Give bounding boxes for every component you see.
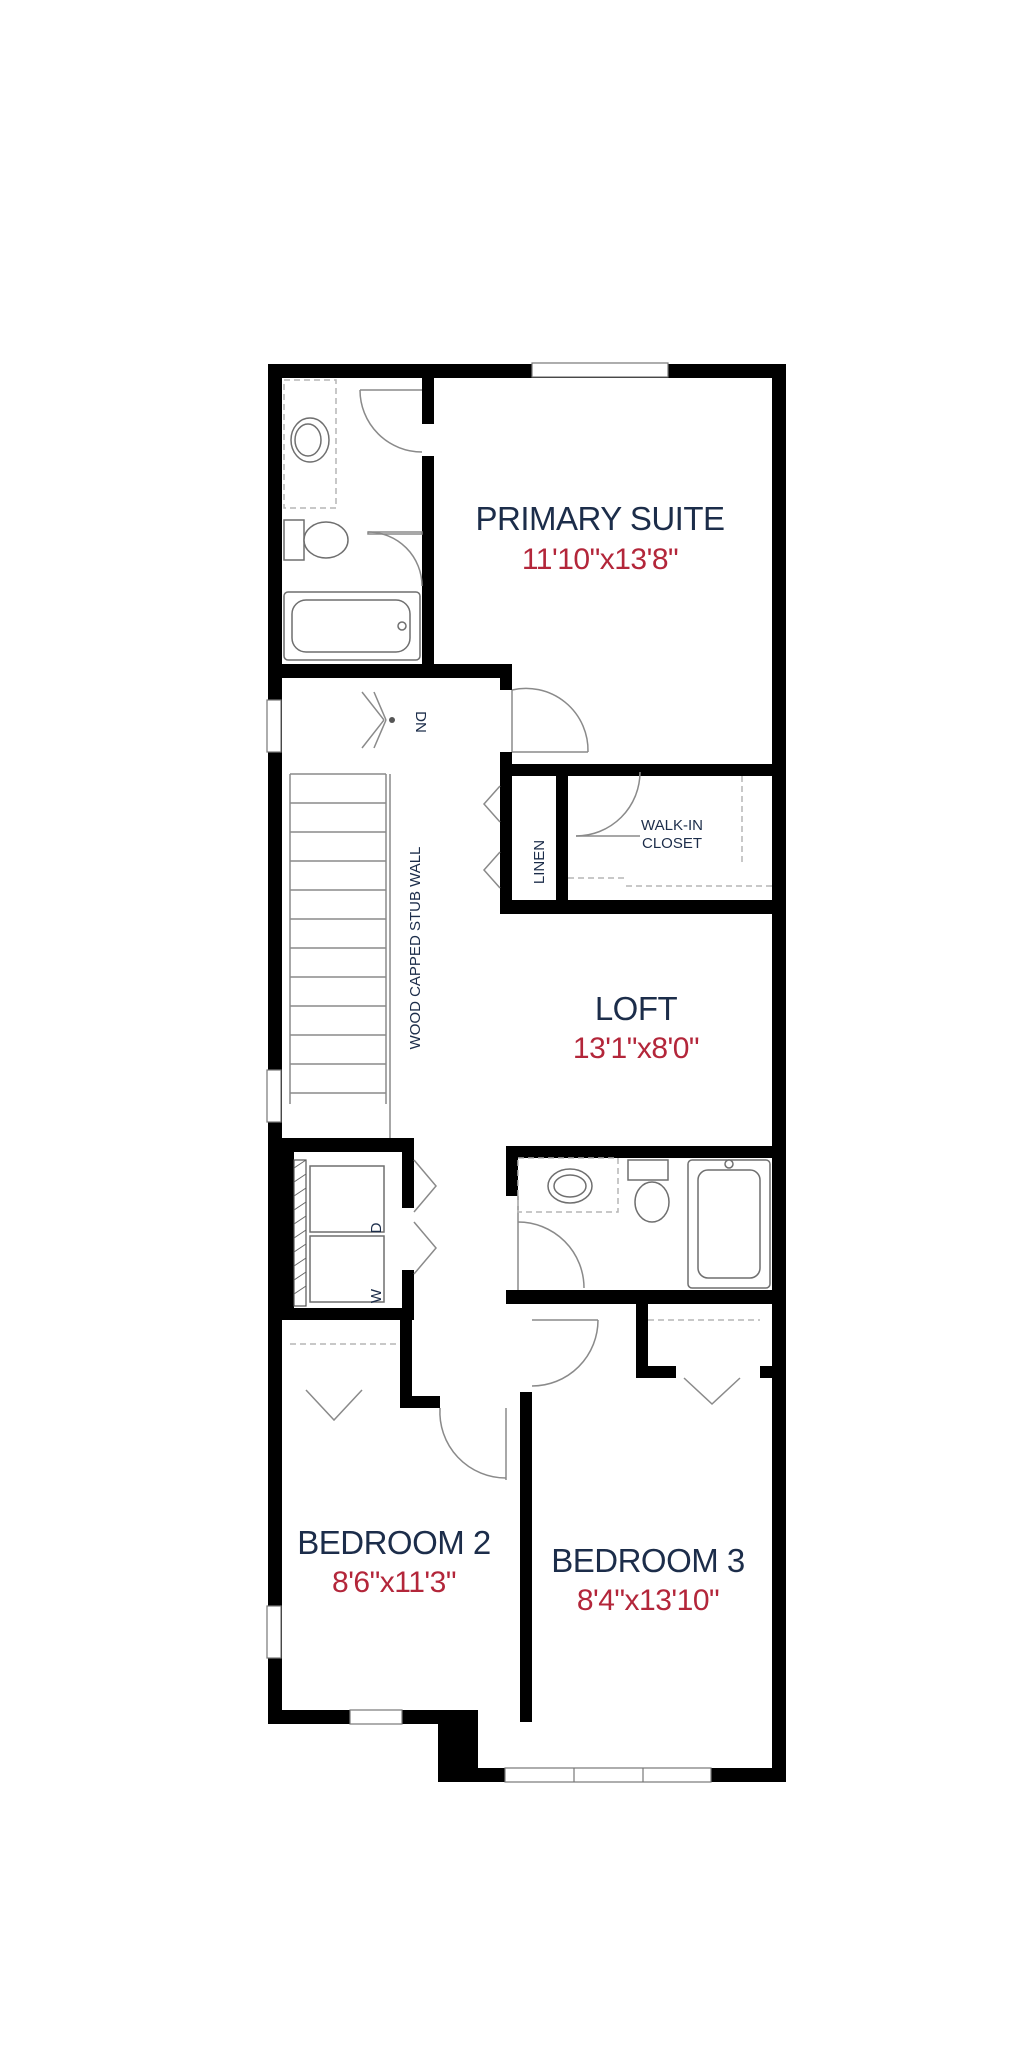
bedroom2-name: BEDROOM 2 <box>297 1524 491 1561</box>
walk-in-closet-label-line2: CLOSET <box>642 835 702 852</box>
windows <box>266 362 712 1783</box>
washer-label: W <box>368 1288 385 1303</box>
hall-bath-fixtures <box>517 1157 771 1289</box>
loft-dims: 13'1"x8'0" <box>573 1032 699 1065</box>
loft-name: LOFT <box>595 990 678 1027</box>
laundry <box>293 1159 385 1307</box>
ensuite-fixtures <box>283 379 423 661</box>
stairs <box>289 691 395 1138</box>
primary-suite-dims: 11'10"x13'8" <box>522 543 678 576</box>
doors <box>305 389 741 1480</box>
dryer-label: D <box>368 1222 385 1233</box>
bedroom2-dims: 8'6"x11'3" <box>332 1566 456 1599</box>
closet-shelving <box>290 776 772 1345</box>
walk-in-closet-label-line1: WALK-IN <box>641 817 703 834</box>
linen-label: LINEN <box>531 840 548 884</box>
bedroom3-dims: 8'4"x13'10" <box>577 1584 719 1617</box>
stair-direction-label: DN <box>412 711 429 733</box>
primary-suite-name: PRIMARY SUITE <box>475 500 724 537</box>
interior-walls <box>282 378 772 1722</box>
bedroom3-name: BEDROOM 3 <box>551 1542 745 1579</box>
stub-wall-label: WOOD CAPPED STUB WALL <box>407 847 424 1050</box>
